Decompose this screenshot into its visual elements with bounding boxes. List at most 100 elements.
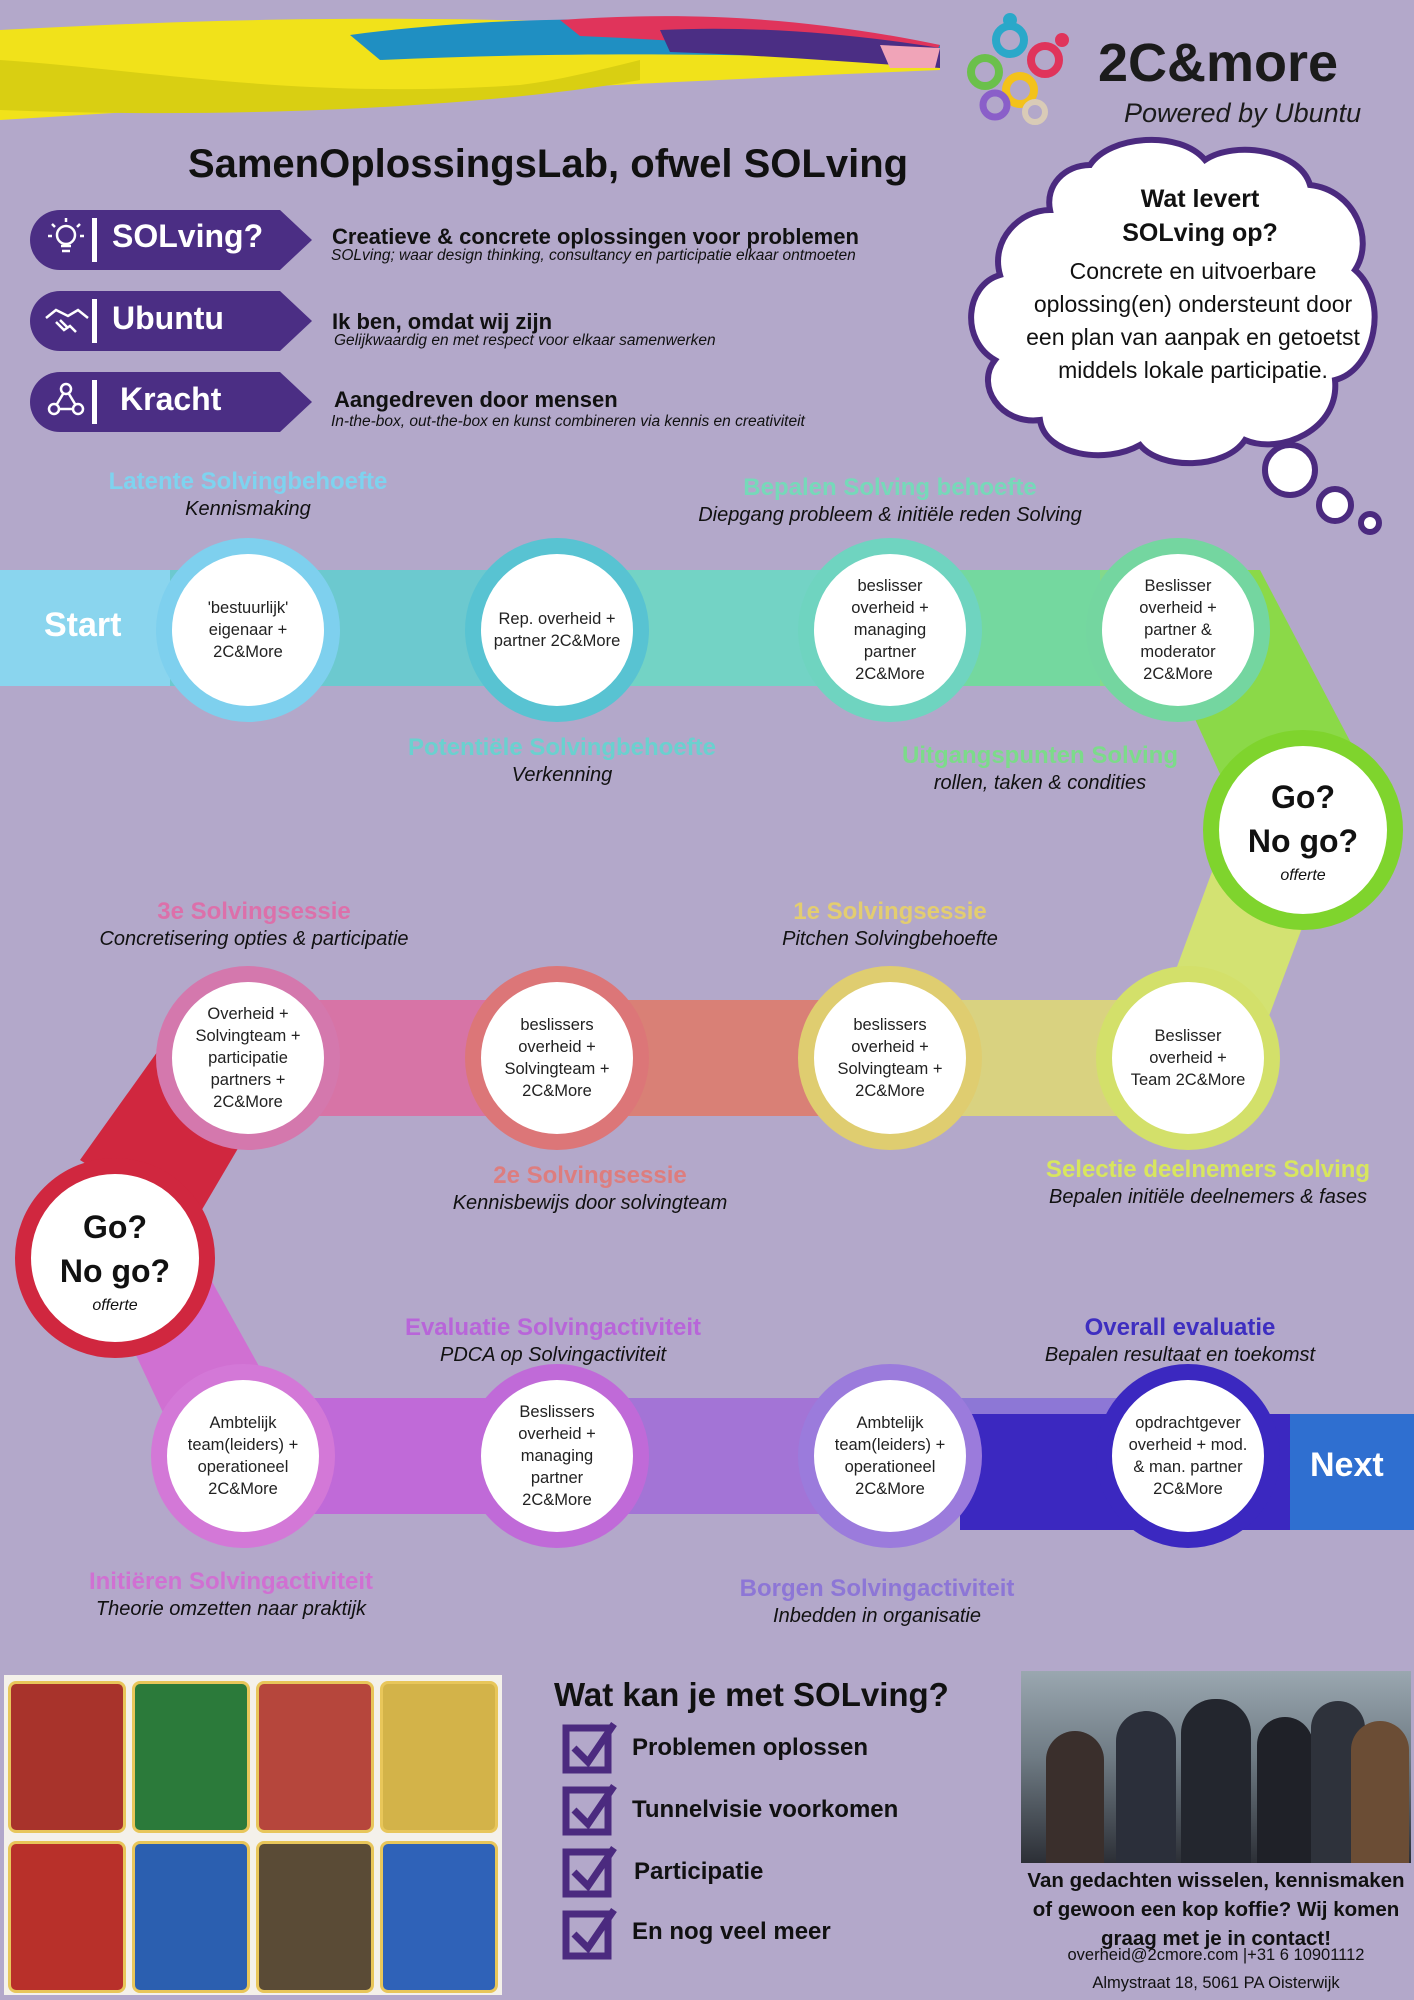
stage-8: 3e Solvingsessie Concretisering opties &… xyxy=(99,898,408,952)
stage-7-title: 2e Solvingsessie xyxy=(493,1162,687,1189)
go-nogo-2: Go? No go? offerte xyxy=(60,1205,170,1315)
stage-9-title: Initiëren Solvingactiviteit xyxy=(88,1568,374,1595)
node-9: Ambtelijk team(leiders) + operationeel 2… xyxy=(187,1414,299,1498)
stage-1-title: Latente Solvingbehoefte xyxy=(108,468,388,495)
stage-4-sub: rollen, taken & condities xyxy=(933,772,1147,794)
stage-7-sub: Kennisbewijs door solvingteam xyxy=(452,1192,728,1214)
pillar-label-solving: SOLving? xyxy=(112,218,264,254)
next-label: Next xyxy=(1310,1446,1384,1484)
pillar-heading-ubuntu: Ik ben, omdat wij zijn xyxy=(332,309,553,334)
team-photo-person-3 xyxy=(1181,1699,1251,1863)
node-2: Rep. overheid + partner 2C&More xyxy=(493,610,621,650)
stage-10-title: Evaluatie Solvingactiviteit xyxy=(404,1314,702,1341)
stage-11-sub: Inbedden in organisatie xyxy=(773,1605,981,1627)
stage-5: Selectie deelnemers Solving Bepalen init… xyxy=(1046,1156,1370,1210)
benefits-title: Wat kan je met SOLving? xyxy=(554,1676,949,1713)
stage-2: Potentiële Solvingbehoefte Verkenning xyxy=(408,734,716,788)
node-12: opdrachtgever overheid + mod. & man. par… xyxy=(1128,1414,1248,1498)
stage-4-title: Uitgangspunten Solving xyxy=(902,742,1178,769)
benefit-item-3: Participatie xyxy=(634,1858,764,1885)
pillar-arrows xyxy=(30,210,312,432)
stage-12: Overall evaluatie Bepalen resultaat en t… xyxy=(1045,1314,1315,1368)
benefit-item-1: Problemen oplossen xyxy=(632,1734,869,1761)
contact-line-3: graag met je in contact! xyxy=(1100,1927,1332,1950)
go-nogo-1: Go? No go? offerte xyxy=(1248,775,1358,885)
checkbox-icons xyxy=(562,1722,617,1960)
path-nodes xyxy=(15,538,1403,1548)
node-6: beslissers overheid + Solvingteam + 2C&M… xyxy=(837,1016,943,1100)
go-2-line1: Go? xyxy=(83,1209,147,1245)
coat-of-arms-2 xyxy=(132,1681,250,1833)
contact-email-phone[interactable]: overheid@2cmore.com |+31 6 10901112 xyxy=(1067,1946,1365,1964)
contact-line-1: Van gedachten wisselen, kennismaken xyxy=(1027,1869,1405,1892)
go-2-note: offerte xyxy=(92,1297,138,1314)
page-title: SamenOplossingsLab, ofwel SOLving xyxy=(187,142,909,186)
node-4: Beslisser overheid + partner & moderator… xyxy=(1139,577,1217,683)
team-photo-person-4 xyxy=(1257,1717,1313,1863)
stage-1: Latente Solvingbehoefte Kennismaking xyxy=(109,468,388,522)
team-photo-person-1 xyxy=(1046,1731,1104,1863)
handshake-icon xyxy=(45,308,89,333)
coat-of-arms-4 xyxy=(380,1681,498,1833)
stage-8-title: 3e Solvingsessie xyxy=(157,898,351,925)
node-11: Ambtelijk team(leiders) + operationeel 2… xyxy=(834,1414,946,1498)
contact-text: Van gedachten wisselen, kennismaken of g… xyxy=(1018,1866,1414,1953)
stage-11: Borgen Solvingactiviteit Inbedden in org… xyxy=(740,1575,1015,1629)
node-10: Beslissers overheid + managing partner 2… xyxy=(518,1403,596,1509)
go-1-line1: Go? xyxy=(1271,779,1335,815)
stage-3-title: Bepalen Solving behoefte xyxy=(743,474,1037,501)
go-2-line2: No go? xyxy=(59,1253,171,1289)
brand-tagline: Powered by Ubuntu xyxy=(1124,98,1362,128)
stage-5-title: Selectie deelnemers Solving xyxy=(1045,1156,1371,1183)
stage-3-sub: Diepgang probleem & initiële reden Solvi… xyxy=(698,504,1082,526)
lightbulb-icon xyxy=(48,218,84,253)
stage-9: Initiëren Solvingactiviteit Theorie omze… xyxy=(89,1568,373,1622)
pillar-sub-solving: SOLving; waar design thinking, consultan… xyxy=(331,247,856,264)
stage-12-sub: Bepalen resultaat en toekomst xyxy=(1044,1344,1316,1366)
stage-3: Bepalen Solving behoefte Diepgang proble… xyxy=(698,474,1082,528)
pillar-heading-kracht: Aangedreven door mensen xyxy=(334,387,618,412)
stage-9-sub: Theorie omzetten naar praktijk xyxy=(95,1598,367,1620)
go-1-note: offerte xyxy=(1280,867,1326,884)
benefit-item-2: Tunnelvisie voorkomen xyxy=(632,1796,899,1823)
stage-6-sub: Pitchen Solvingbehoefte xyxy=(782,928,998,950)
go-1-line2: No go? xyxy=(1247,823,1359,859)
stage-1-sub: Kennismaking xyxy=(185,498,311,520)
stage-6: 1e Solvingsessie Pitchen Solvingbehoefte xyxy=(782,898,998,952)
coat-of-arms-8 xyxy=(380,1841,498,1993)
stage-5-sub: Bepalen initiële deelnemers & fases xyxy=(1049,1186,1367,1208)
cloud-question-line1: Wat levert xyxy=(1140,185,1260,213)
stage-10: Evaluatie Solvingactiviteit PDCA op Solv… xyxy=(405,1314,701,1368)
logo-mark-icon xyxy=(967,13,1069,125)
coat-of-arms-3 xyxy=(256,1681,374,1833)
benefit-item-4: En nog veel meer xyxy=(632,1918,831,1945)
stage-6-title: 1e Solvingsessie xyxy=(793,898,987,925)
start-label: Start xyxy=(44,606,122,644)
coats-of-arms-image xyxy=(4,1675,502,1995)
node-7: beslissers overheid + Solvingteam + 2C&M… xyxy=(504,1016,610,1100)
pillar-label-ubuntu: Ubuntu xyxy=(112,300,224,336)
coat-of-arms-5 xyxy=(8,1841,126,1993)
pillar-heading-solving: Creatieve & concrete oplossingen voor pr… xyxy=(332,224,859,249)
stage-4: Uitgangspunten Solving rollen, taken & c… xyxy=(902,742,1178,796)
stage-10-sub: PDCA op Solvingactiviteit xyxy=(439,1344,667,1366)
pillar-sub-kracht: In-the-box, out-the-box en kunst combine… xyxy=(331,413,805,430)
pillar-label-kracht: Kracht xyxy=(120,381,222,417)
team-photo-person-6 xyxy=(1351,1721,1409,1863)
node-8: Overheid + Solvingteam + participatie pa… xyxy=(195,1005,301,1111)
coat-of-arms-7 xyxy=(256,1841,374,1993)
people-network-icon xyxy=(47,382,85,416)
cloud-question-line2: SOLving op? xyxy=(1122,219,1278,247)
coat-of-arms-6 xyxy=(132,1841,250,1993)
node-5: Beslisser overheid + Team 2C&More xyxy=(1130,1027,1246,1089)
node-1: 'bestuurlijk' eigenaar + 2C&More xyxy=(207,599,289,661)
brush-stroke-decoration xyxy=(0,16,940,120)
thought-cloud xyxy=(968,136,1382,535)
stage-8-sub: Concretisering opties & participatie xyxy=(99,928,409,950)
team-photo-person-2 xyxy=(1116,1711,1176,1863)
stage-11-title: Borgen Solvingactiviteit xyxy=(739,1575,1015,1602)
coat-of-arms-1 xyxy=(8,1681,126,1833)
contact-line-2: of gewoon een kop koffie? Wij komen xyxy=(1032,1898,1400,1921)
pillar-sub-ubuntu: Gelijkwaardig en met respect voor elkaar… xyxy=(334,332,716,349)
